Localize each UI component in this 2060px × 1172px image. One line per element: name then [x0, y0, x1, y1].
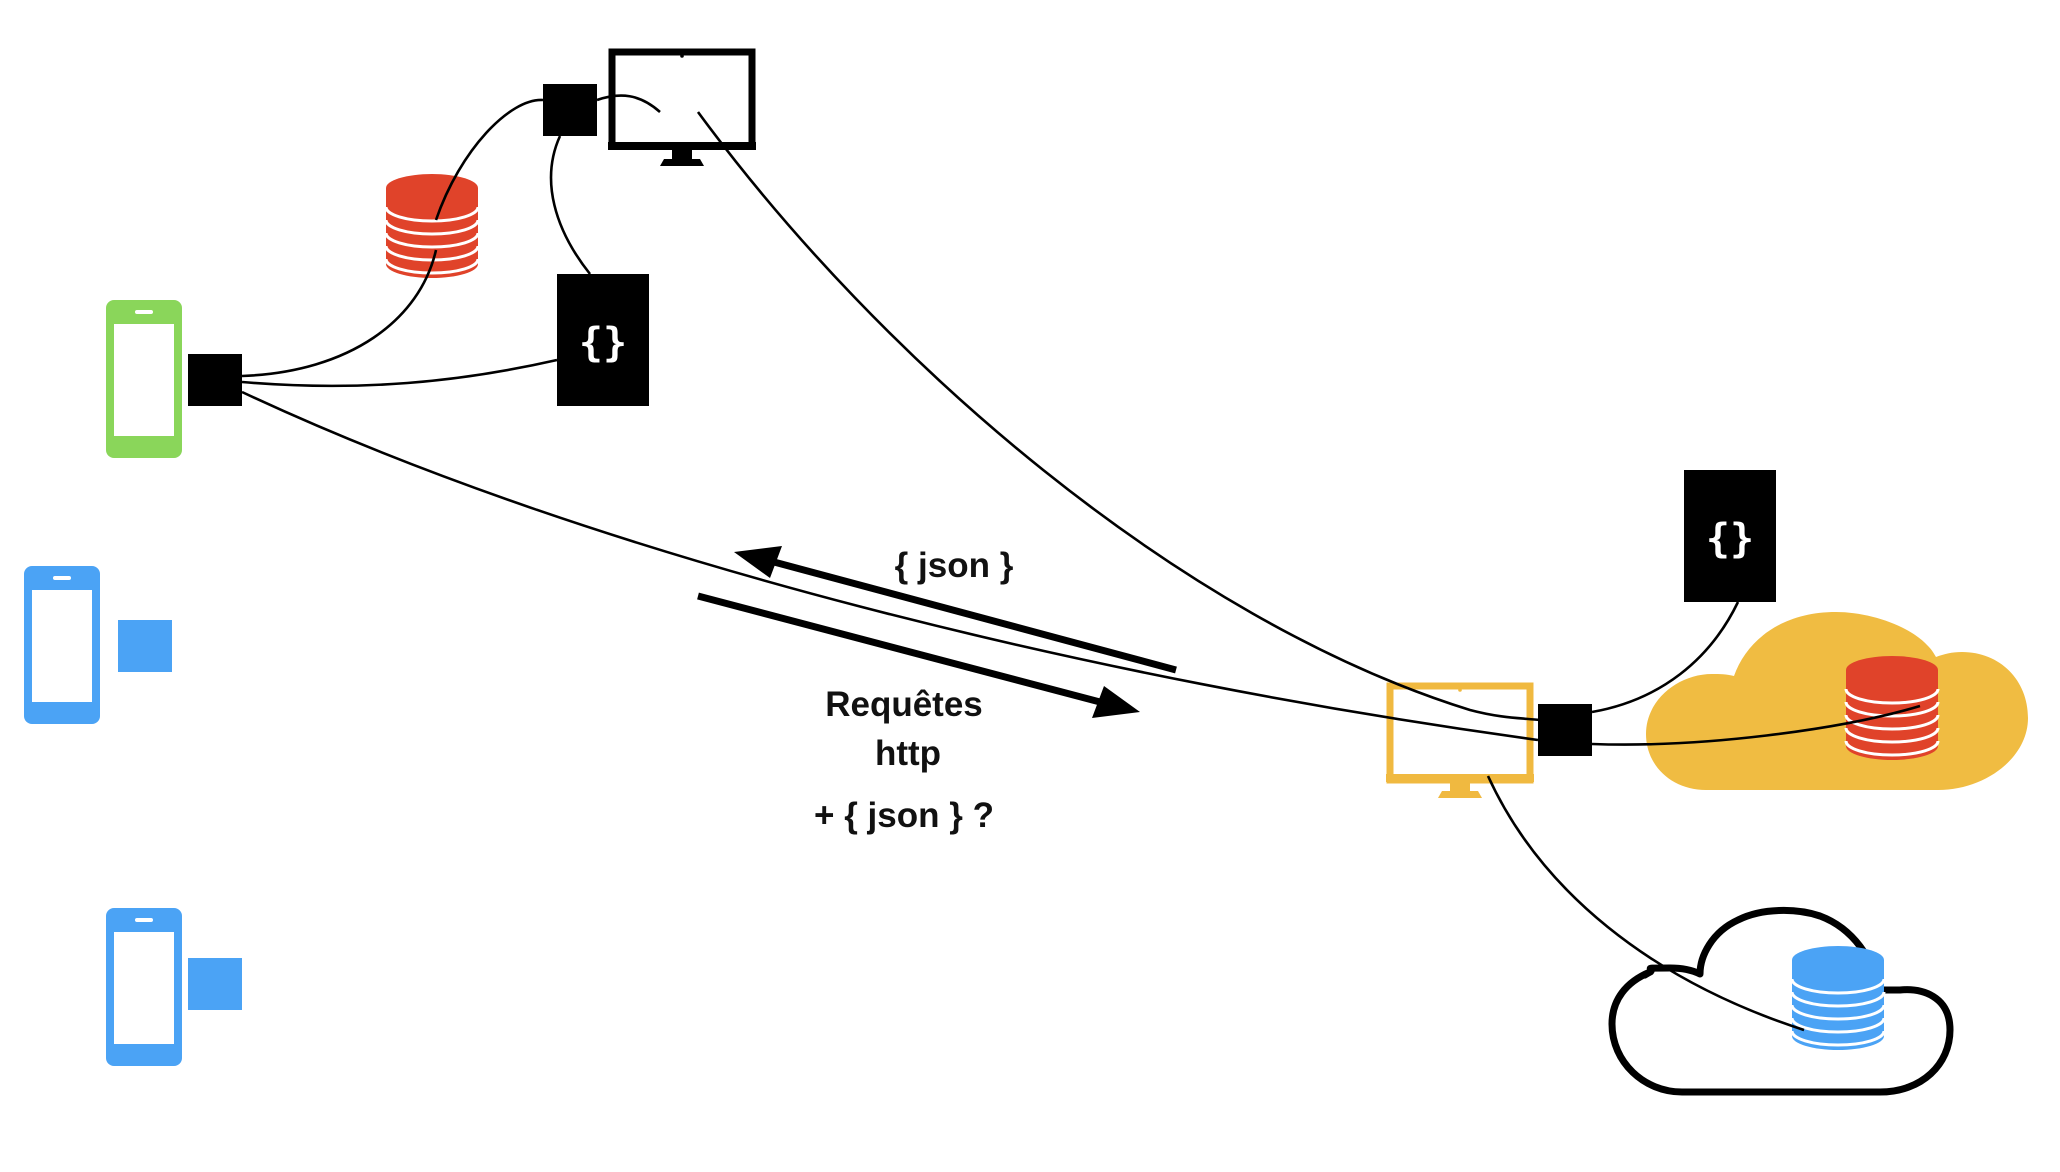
phone-icon	[24, 566, 100, 724]
request-label-line3: + { json } ?	[814, 796, 994, 835]
connector-square-icon	[543, 84, 597, 136]
request-label-line1: Requêtes	[825, 685, 983, 724]
cloud-icon	[1646, 612, 2028, 790]
cloud-icon	[1608, 906, 1954, 1096]
api-glyph: {}	[579, 320, 627, 366]
database-icon	[1844, 654, 1940, 762]
api-glyph: {}	[1706, 516, 1754, 562]
monitor-icon	[1386, 682, 1534, 798]
phone-icon	[106, 300, 182, 458]
connector-square-icon	[188, 958, 242, 1010]
arrow-icon	[697, 592, 1140, 718]
connector-square-icon	[1538, 704, 1592, 756]
arrow-icon	[734, 546, 1177, 674]
monitor-icon	[608, 48, 756, 166]
connection-lines	[241, 94, 1921, 1032]
api-icon: {}	[557, 274, 649, 406]
request-label-line2: http	[875, 734, 941, 773]
connector-square-icon	[188, 354, 242, 406]
json-response-label: { json }	[895, 546, 1014, 585]
connector-square-icon	[118, 620, 172, 672]
database-icon	[1790, 944, 1886, 1052]
api-icon: {}	[1684, 470, 1776, 602]
phone-icon	[106, 908, 182, 1066]
